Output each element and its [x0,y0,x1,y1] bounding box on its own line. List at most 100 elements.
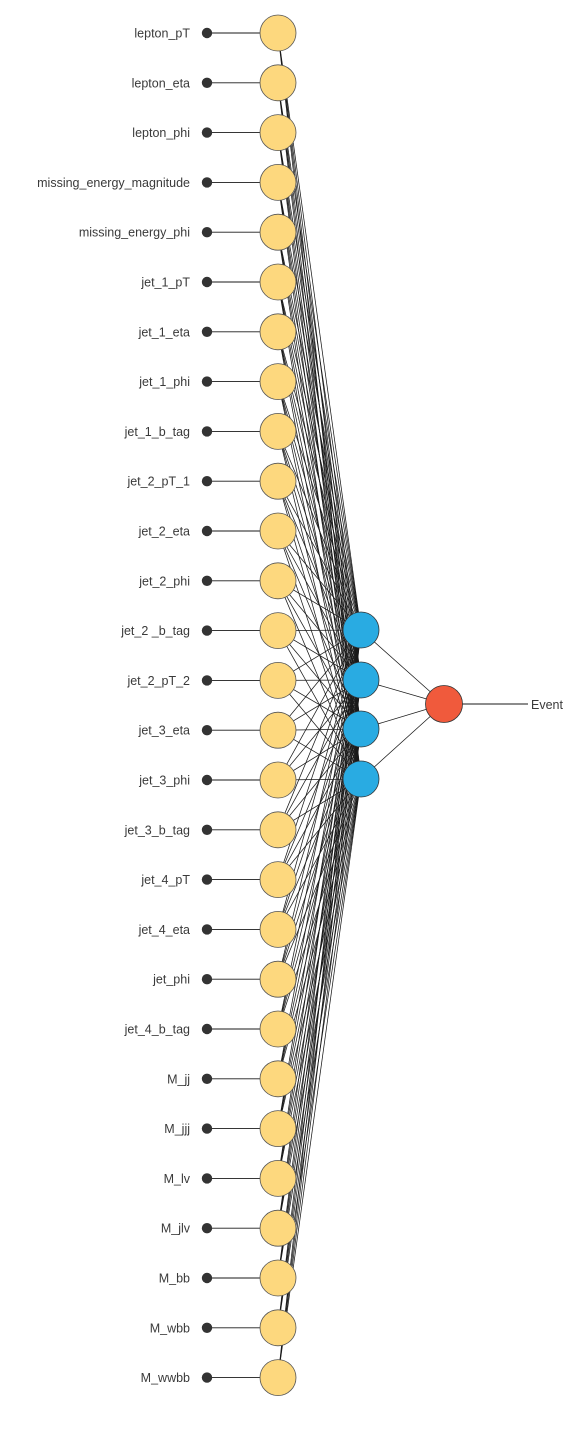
input-label: jet_1_eta [138,325,190,339]
input-label: jet_4_eta [138,923,190,937]
input-label: jet_2_pT_2 [126,674,190,688]
input-node [259,811,297,849]
input-label: lepton_pT [134,27,190,41]
input-node [259,263,297,301]
input-terminal-dot [201,1123,213,1134]
edge-input-8-to-hidden-0 [277,431,362,631]
edge-input-22-to-hidden-0 [277,629,362,1129]
input-label: jet_1_b_tag [124,425,190,439]
input-label: lepton_eta [132,76,190,90]
input-terminal-dot [201,276,213,288]
input-node [259,313,297,351]
connection-edges [277,32,445,1378]
input-layer-nodes [259,14,297,1396]
input-node [259,911,297,948]
input-label: jet_3_b_tag [124,823,190,837]
input-label: jet_2_pT_1 [126,475,190,489]
input-node [259,114,297,152]
input-node [259,1359,297,1396]
edge-input-4-to-hidden-0 [277,232,362,631]
input-terminal-dot [201,725,213,736]
input-node [259,1110,297,1147]
input-terminal-dot [201,1223,213,1234]
edge-input-14-to-hidden-0 [277,629,362,731]
input-terminal-dots [201,27,213,1383]
input-node [259,512,297,550]
input-node [259,861,297,898]
input-node [259,1160,297,1197]
input-terminal-dot [201,177,213,188]
hidden-node [342,611,380,649]
edge-input-10-to-hidden-0 [277,530,362,631]
input-node [259,412,297,450]
input-node [259,662,297,699]
input-terminal-dot [201,924,213,935]
input-label: M_wwbb [141,1371,190,1385]
edge-input-21-to-hidden-0 [277,629,362,1079]
edge-input-26-to-hidden-0 [277,629,362,1328]
input-terminal-dot [201,525,213,537]
input-label: jet_2 _b_tag [120,624,190,638]
edge-input-15-to-hidden-0 [277,629,362,781]
input-node [259,711,297,749]
edge-input-3-to-hidden-0 [277,182,362,631]
input-terminal-dot [201,874,213,885]
input-terminal-dot [201,625,213,636]
input-terminal-dot [201,1272,213,1284]
input-terminal-dot [201,476,213,487]
input-node [259,1259,297,1297]
input-label: missing_energy_phi [79,226,190,240]
input-node [259,14,297,52]
output-label: Event [531,698,563,712]
input-terminal-dot [201,1322,213,1334]
input-label: jet_1_phi [138,375,190,389]
input-node [259,1010,297,1048]
input-terminal-dot [201,1023,213,1035]
edge-input-27-to-hidden-0 [277,629,362,1378]
input-node [259,562,297,600]
input-terminal-dot [201,426,213,437]
input-node [259,1060,297,1098]
input-terminal-dot [201,326,213,337]
output-layer: Event [425,685,563,723]
output-node [425,685,463,723]
input-terminal-dot [201,1372,213,1383]
input-label: jet_3_eta [138,724,190,738]
input-label: M_jj [167,1072,190,1086]
input-terminal-dot [201,824,213,835]
input-node [259,213,297,251]
input-label: jet_3_phi [138,774,190,788]
input-terminal-dot [201,974,213,985]
input-labels: lepton_pT lepton_eta lepton_phi missing_ene… [37,27,191,1386]
edge-input-23-to-hidden-0 [277,629,362,1179]
input-label: M_wbb [150,1321,190,1335]
input-label: M_lv [164,1172,191,1186]
hidden-node [342,760,380,798]
input-terminal-dot [201,77,213,89]
input-node [259,64,297,102]
input-node [259,761,297,799]
input-node [259,960,297,998]
input-terminal-dot [201,774,213,786]
input-terminal-dot [201,1173,213,1184]
input-node [259,1209,297,1247]
input-label: missing_energy_magnitude [37,176,190,190]
input-terminal-dot [201,575,213,586]
input-label: M_jlv [161,1222,191,1236]
edge-input-16-to-hidden-0 [277,629,362,830]
input-label: M_jjj [164,1122,190,1136]
input-label: M_bb [159,1272,190,1286]
hidden-node [342,661,380,699]
edge-input-27-to-hidden-1 [277,679,362,1378]
input-label: jet_phi [152,973,190,987]
input-terminal-dot [201,675,213,686]
input-node [259,462,297,500]
input-terminal-dot [201,127,213,138]
input-label: jet_4_b_tag [124,1023,190,1037]
edge-input-2-to-hidden-0 [277,132,362,631]
input-label: jet_2_eta [138,525,190,539]
input-label: jet_1_pT [140,276,190,290]
hidden-layer-nodes [342,611,380,798]
input-label: lepton_phi [132,126,190,140]
